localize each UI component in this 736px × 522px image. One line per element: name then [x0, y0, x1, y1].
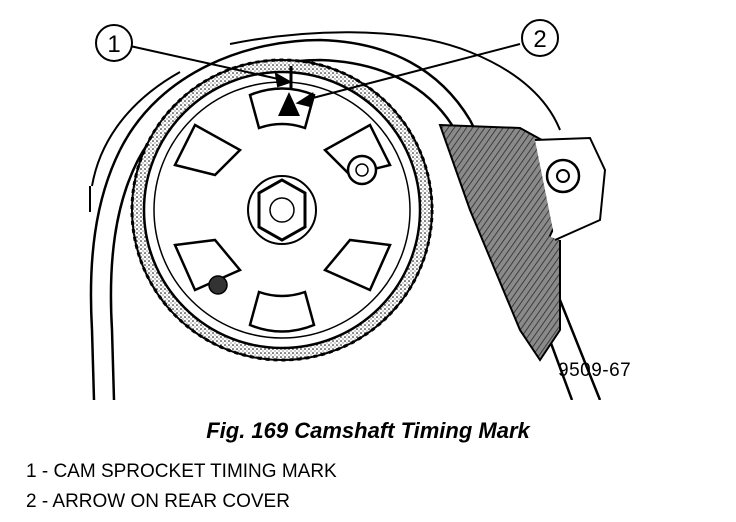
callout-2: 2 — [521, 19, 559, 57]
camshaft-timing-diagram: 1 2 — [89, 19, 607, 400]
svg-text:2: 2 — [533, 26, 546, 53]
legend-item-1: 1 - CAM SPROCKET TIMING MARK — [26, 461, 337, 482]
rear-cover-arrow — [278, 92, 300, 116]
figure-caption: Fig. 169 Camshaft Timing Mark — [206, 418, 530, 443]
legend-item-2: 2 - ARROW ON REAR COVER — [26, 491, 290, 512]
callout-1: 1 — [95, 24, 133, 62]
cam-sprocket — [130, 58, 434, 362]
tensioner-bracket — [438, 123, 607, 362]
callout-leaders — [129, 43, 521, 108]
drawing-code: 9509-67 — [558, 360, 632, 381]
rear-cover-outline — [89, 31, 561, 212]
svg-text:1: 1 — [107, 31, 120, 58]
